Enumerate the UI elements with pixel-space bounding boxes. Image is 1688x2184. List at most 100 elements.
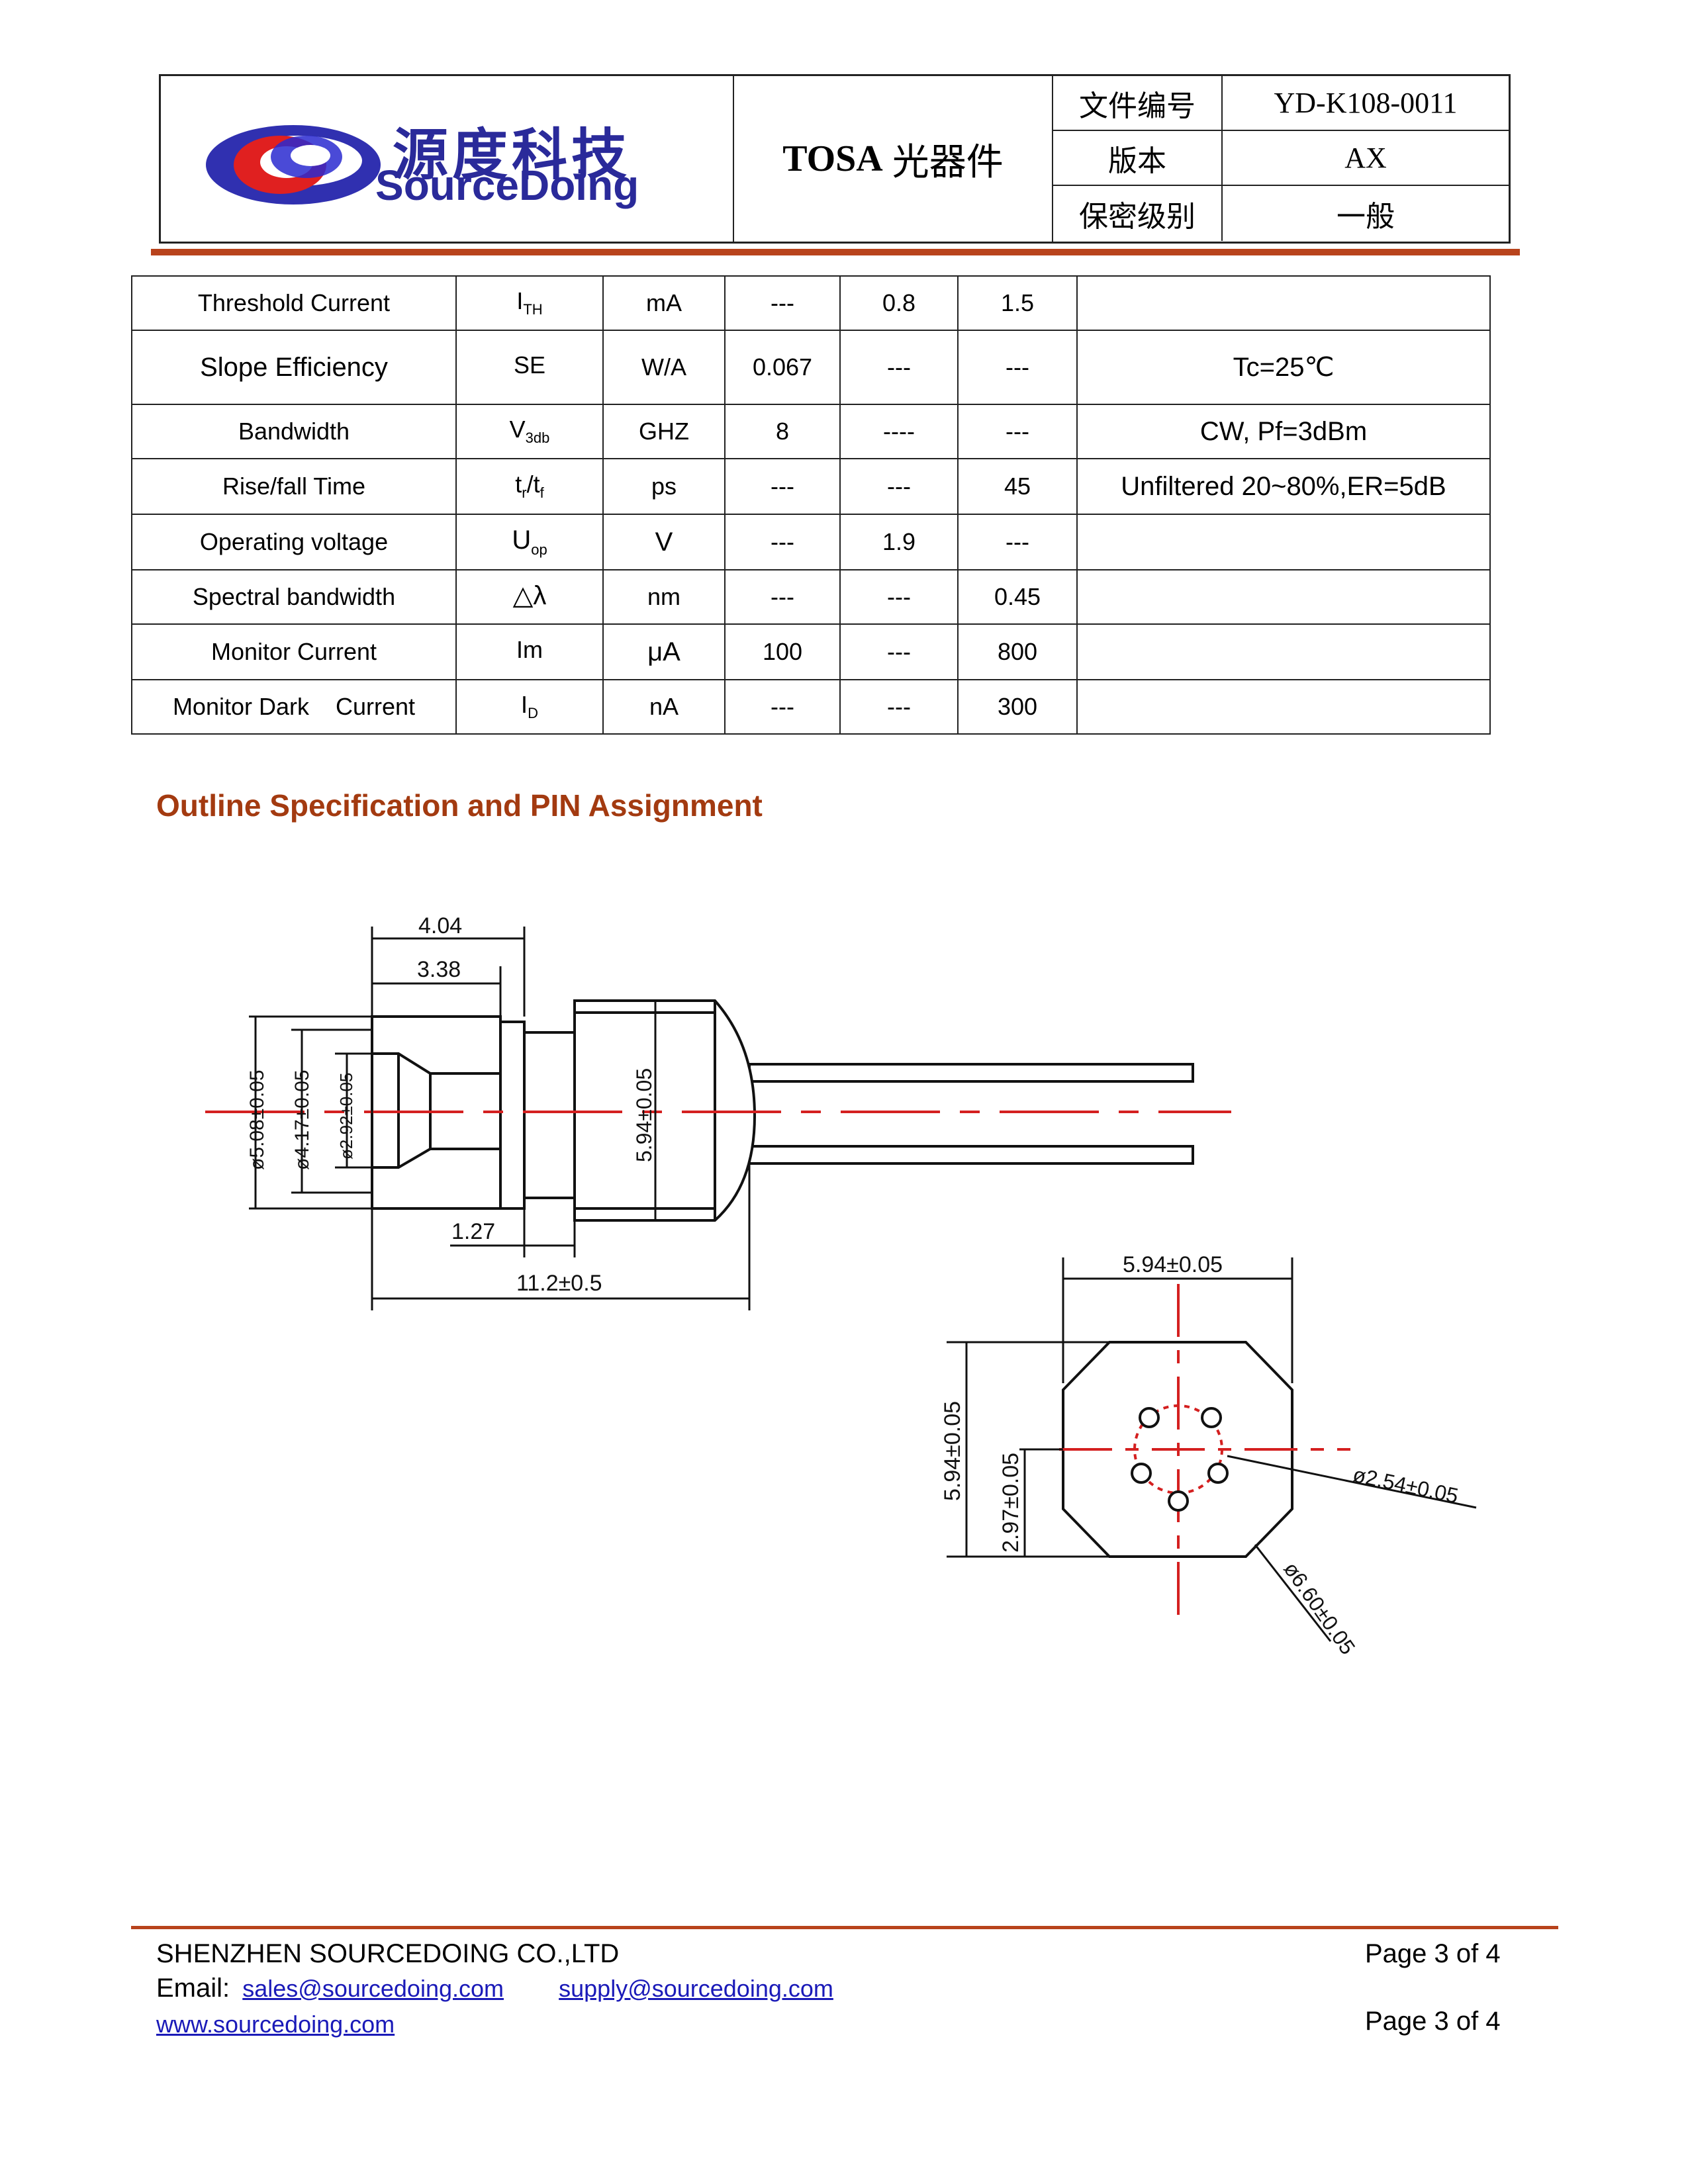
symbol-cell: Im <box>455 623 604 680</box>
condition-cell: CW, Pf=3dBm <box>1076 404 1491 459</box>
page-number-bottom: Page 3 of 4 <box>1365 2007 1501 2036</box>
condition-cell: Unfiltered 20~80%,ER=5dB <box>1076 458 1491 515</box>
outline-drawing: 4.04 3.38 ø5.08±0.05 ø4.17±0.05 ø2.92±0.… <box>205 913 1477 1659</box>
dim-label: ø6.60±0.05 <box>1279 1557 1360 1659</box>
table-row: Threshold Current ITH mA --- 0.8 1.5 <box>131 275 1491 331</box>
table-row: Rise/fall Time tr/tf ps --- --- 45 Unfil… <box>131 458 1491 515</box>
website-link[interactable]: www.sourcedoing.com <box>156 2011 395 2038</box>
dim-label: 5.94±0.05 <box>940 1401 965 1501</box>
typ-cell: --- <box>839 458 959 515</box>
condition-cell <box>1076 514 1491 570</box>
symbol-cell: tr/tf <box>455 458 604 515</box>
param-cell: Operating voltage <box>131 514 457 570</box>
max-cell: --- <box>957 330 1078 405</box>
meta-key: 版本 <box>1053 131 1223 185</box>
symbol-cell: △λ <box>455 569 604 625</box>
param-cell: Monitor Dark Current <box>131 679 457 735</box>
typ-cell: 0.8 <box>839 275 959 331</box>
dim-label: 3.38 <box>417 957 461 982</box>
unit-cell: ps <box>602 458 726 515</box>
dim-label: ø5.08±0.05 <box>246 1069 268 1170</box>
typ-cell: --- <box>839 623 959 680</box>
header-divider <box>151 249 1520 255</box>
symbol-cell: SE <box>455 330 604 405</box>
meta-key: 文件编号 <box>1053 76 1223 130</box>
dim-label: 4.04 <box>418 913 462 938</box>
document-meta: 文件编号 YD-K108-0011 版本 AX 保密级别 一般 <box>1053 76 1509 242</box>
max-cell: 1.5 <box>957 275 1078 331</box>
min-cell: --- <box>724 569 841 625</box>
dim-label: 5.94±0.05 <box>632 1068 656 1162</box>
supply-email-link[interactable]: supply@sourcedoing.com <box>559 1975 833 2002</box>
min-cell: --- <box>724 458 841 515</box>
symbol-cell: ID <box>455 679 604 735</box>
table-row: Monitor Dark Current ID nA --- --- 300 <box>131 679 1491 735</box>
param-cell: Bandwidth <box>131 404 457 459</box>
min-cell: --- <box>724 275 841 331</box>
max-cell: --- <box>957 404 1078 459</box>
min-cell: --- <box>724 514 841 570</box>
footer-divider <box>131 1926 1558 1929</box>
company-name: SHENZHEN SOURCEDOING CO.,LTD <box>156 1939 620 1968</box>
unit-cell: mA <box>602 275 726 331</box>
document-title: TOSA 光器件 <box>734 76 1053 242</box>
param-cell: Monitor Current <box>131 623 457 680</box>
page-number-top: Page 3 of 4 <box>1365 1939 1501 1968</box>
meta-row-doc-number: 文件编号 YD-K108-0011 <box>1053 76 1509 131</box>
min-cell: --- <box>724 679 841 735</box>
max-cell: 45 <box>957 458 1078 515</box>
unit-cell: nA <box>602 679 726 735</box>
condition-cell: Tc=25℃ <box>1076 330 1491 405</box>
table-row: Monitor Current Im μA 100 --- 800 <box>131 623 1491 680</box>
param-cell: Threshold Current <box>131 275 457 331</box>
dim-label: ø2.92±0.05 <box>336 1073 356 1160</box>
max-cell: --- <box>957 514 1078 570</box>
unit-cell: μA <box>602 623 726 680</box>
dim-label: 5.94±0.05 <box>1123 1252 1223 1277</box>
unit-cell: V <box>602 514 726 570</box>
param-cell: Spectral bandwidth <box>131 569 457 625</box>
condition-cell <box>1076 569 1491 625</box>
sourcedoing-logo-icon <box>206 125 381 205</box>
max-cell: 800 <box>957 623 1078 680</box>
title-en: TOSA <box>782 138 883 179</box>
typ-cell: --- <box>839 569 959 625</box>
title-cn: 光器件 <box>892 142 1004 183</box>
max-cell: 0.45 <box>957 569 1078 625</box>
side-view-labels: 4.04 3.38 ø5.08±0.05 ø4.17±0.05 ø2.92±0.… <box>246 913 656 1296</box>
specification-table: Threshold Current ITH mA --- 0.8 1.5 Slo… <box>131 275 1491 735</box>
document-header: 源度科技 SourceDoing TOSA 光器件 文件编号 YD-K108-0… <box>159 74 1511 244</box>
unit-cell: W/A <box>602 330 726 405</box>
unit-cell: GHZ <box>602 404 726 459</box>
dim-label: 11.2±0.5 <box>516 1271 602 1296</box>
table-row: Operating voltage Uop V --- 1.9 --- <box>131 514 1491 570</box>
symbol-cell: Uop <box>455 514 604 570</box>
table-row: Bandwidth V3db GHZ 8 ---- --- CW, Pf=3dB… <box>131 404 1491 459</box>
typ-cell: ---- <box>839 404 959 459</box>
param-cell: Rise/fall Time <box>131 458 457 515</box>
table-row: Spectral bandwidth △λ nm --- --- 0.45 <box>131 569 1491 625</box>
dim-label: 1.27 <box>451 1219 495 1244</box>
end-view <box>947 1257 1477 1642</box>
dim-label: 2.97±0.05 <box>998 1453 1023 1553</box>
meta-value: YD-K108-0011 <box>1274 87 1458 119</box>
max-cell: 300 <box>957 679 1078 735</box>
symbol-cell: V3db <box>455 404 604 459</box>
dim-label: ø2.54±0.05 <box>1351 1463 1461 1508</box>
meta-value: AX <box>1344 142 1387 174</box>
unit-cell: nm <box>602 569 726 625</box>
dim-label: ø4.17±0.05 <box>291 1069 313 1170</box>
min-cell: 100 <box>724 623 841 680</box>
email-line: Email: sales@sourcedoing.com supply@sour… <box>156 1974 833 2003</box>
section-title: Outline Specification and PIN Assignment <box>156 788 763 823</box>
min-cell: 8 <box>724 404 841 459</box>
email-label: Email: <box>156 1974 230 2003</box>
typ-cell: --- <box>839 330 959 405</box>
condition-cell <box>1076 623 1491 680</box>
condition-cell <box>1076 679 1491 735</box>
meta-row-version: 版本 AX <box>1053 131 1509 186</box>
sales-email-link[interactable]: sales@sourcedoing.com <box>242 1975 504 2002</box>
meta-key: 保密级别 <box>1053 186 1223 241</box>
logo-cell: 源度科技 SourceDoing <box>161 76 734 242</box>
min-cell: 0.067 <box>724 330 841 405</box>
